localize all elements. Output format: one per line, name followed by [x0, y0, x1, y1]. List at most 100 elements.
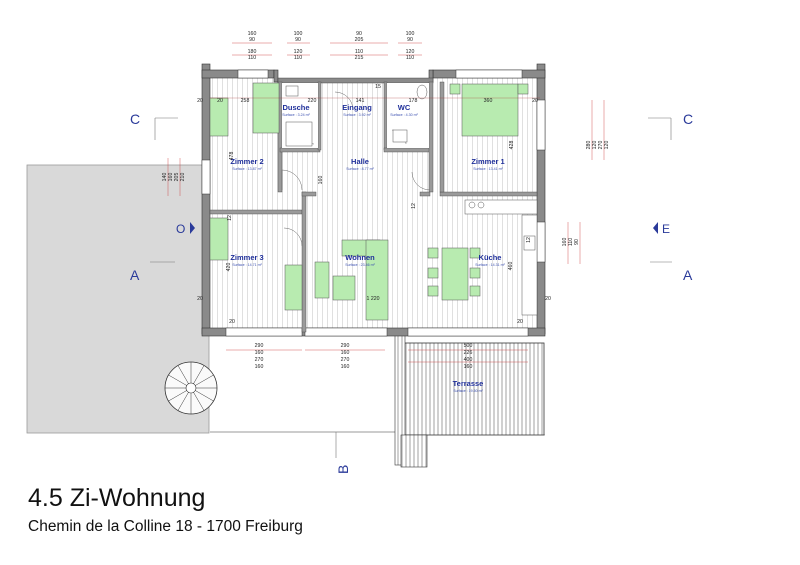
toilet	[416, 84, 428, 100]
section-label-b: B	[335, 465, 351, 474]
desk-zimmer3	[209, 217, 229, 261]
page-title: 4.5 Zi-Wohnung	[28, 484, 206, 512]
svg-text:160: 160	[341, 364, 350, 370]
svg-text:141: 141	[356, 98, 365, 104]
svg-text:120: 120	[294, 49, 303, 55]
svg-text:270: 270	[341, 357, 350, 363]
section-label-e: E	[662, 222, 670, 236]
chair-5	[469, 267, 481, 279]
page-subtitle: Chemin de la Colline 18 - 1700 Freiburg	[28, 518, 303, 535]
kitchen-counter-top	[464, 199, 538, 215]
room-area-halle: Surface : 8.77 m²	[346, 167, 374, 171]
svg-text:460: 460	[508, 262, 514, 271]
svg-text:15: 15	[375, 84, 381, 90]
svg-text:160: 160	[562, 238, 568, 247]
svg-text:120: 120	[592, 141, 598, 150]
svg-text:215: 215	[355, 55, 364, 61]
svg-text:20: 20	[197, 296, 203, 302]
svg-text:100: 100	[406, 31, 415, 37]
shower-sink	[285, 85, 299, 97]
svg-text:90: 90	[356, 31, 362, 37]
wardrobe-zimmer3	[284, 264, 303, 311]
svg-text:178: 178	[409, 98, 418, 104]
room-label-dusche: Dusche	[282, 103, 309, 112]
room-area-kueche: Surface : 14.31 m²	[475, 263, 505, 267]
svg-text:20: 20	[229, 319, 235, 325]
svg-text:420: 420	[226, 263, 232, 272]
bed-zimmer2	[252, 82, 280, 134]
svg-text:220: 220	[308, 98, 317, 104]
svg-text:290: 290	[341, 343, 350, 349]
terrace-deck	[397, 342, 545, 436]
section-label-c-left: C	[130, 111, 140, 127]
section-label-a-right: A	[683, 267, 693, 283]
section-label-o: O	[176, 222, 185, 236]
room-area-zimmer3: Surface : 14.71 m²	[232, 263, 262, 267]
room-label-zimmer1: Zimmer 1	[471, 157, 504, 166]
svg-text:160: 160	[464, 364, 473, 370]
svg-text:140: 140	[162, 173, 168, 182]
sofa-side	[365, 239, 389, 321]
interior-walls	[209, 81, 538, 333]
room-label-halle: Halle	[351, 157, 369, 166]
svg-text:12: 12	[227, 215, 233, 221]
svg-text:110: 110	[248, 55, 256, 61]
room-label-eingang: Eingang	[342, 103, 372, 112]
dimension-lines	[167, 42, 605, 363]
section-arrow-o	[190, 222, 195, 234]
room-area-terrasse: Surface : 19.50 m²	[453, 389, 483, 393]
kitchen-hob-2	[477, 201, 485, 209]
chair-3	[427, 285, 439, 297]
room-area-zimmer1: Surface : 13.41 m²	[473, 167, 503, 171]
room-area-eingang: Surface : 3.92 m²	[343, 113, 371, 117]
nightstand-2	[517, 83, 529, 95]
kitchen-sink	[523, 235, 536, 251]
svg-text:160: 160	[255, 350, 264, 356]
svg-text:20: 20	[545, 296, 551, 302]
svg-text:180: 180	[248, 49, 257, 55]
section-label-a-left: A	[130, 267, 140, 283]
room-area-dusche: Surface : 3.24 m²	[282, 113, 310, 117]
svg-text:110: 110	[355, 49, 363, 55]
svg-text:258: 258	[241, 98, 250, 104]
kitchen-counter	[521, 214, 538, 316]
svg-text:90: 90	[574, 239, 580, 245]
wc-sink	[392, 129, 408, 143]
shower-tray	[285, 121, 313, 147]
svg-text:90: 90	[407, 37, 413, 43]
svg-text:20: 20	[532, 98, 538, 104]
room-label-kueche: Küche	[479, 253, 502, 262]
section-lines	[150, 117, 672, 458]
svg-text:160: 160	[318, 176, 324, 185]
chair-2	[427, 267, 439, 279]
svg-text:20: 20	[197, 98, 203, 104]
svg-text:270: 270	[598, 141, 604, 150]
room-label-wc: WC	[398, 103, 411, 112]
svg-text:478: 478	[229, 152, 235, 161]
coffee-table	[332, 275, 356, 301]
svg-text:360: 360	[484, 98, 493, 104]
svg-text:110: 110	[294, 55, 302, 61]
svg-text:500: 500	[464, 343, 473, 349]
spiral-stair	[164, 361, 218, 415]
svg-text:160: 160	[168, 173, 174, 182]
svg-text:270: 270	[255, 357, 264, 363]
room-label-terrasse: Terrasse	[453, 379, 484, 388]
svg-text:290: 290	[255, 343, 264, 349]
svg-text:20: 20	[517, 319, 523, 325]
svg-text:100: 100	[294, 31, 303, 37]
chair-4	[469, 247, 481, 259]
chair-6	[469, 285, 481, 297]
kitchen-hob-1	[468, 201, 476, 209]
sanitary	[285, 84, 536, 251]
dimension-texts: 160 90 180 110 100 90 120 110 90 205 110…	[162, 31, 610, 370]
svg-text:205: 205	[355, 37, 364, 43]
section-label-c-right: C	[683, 111, 693, 127]
section-arrow-e	[653, 222, 658, 234]
svg-text:210: 210	[180, 173, 186, 182]
room-area-zimmer2: Surface : 13.87 m²	[232, 167, 262, 171]
svg-text:160: 160	[341, 350, 350, 356]
svg-text:20: 20	[217, 98, 223, 104]
svg-text:120: 120	[406, 49, 415, 55]
